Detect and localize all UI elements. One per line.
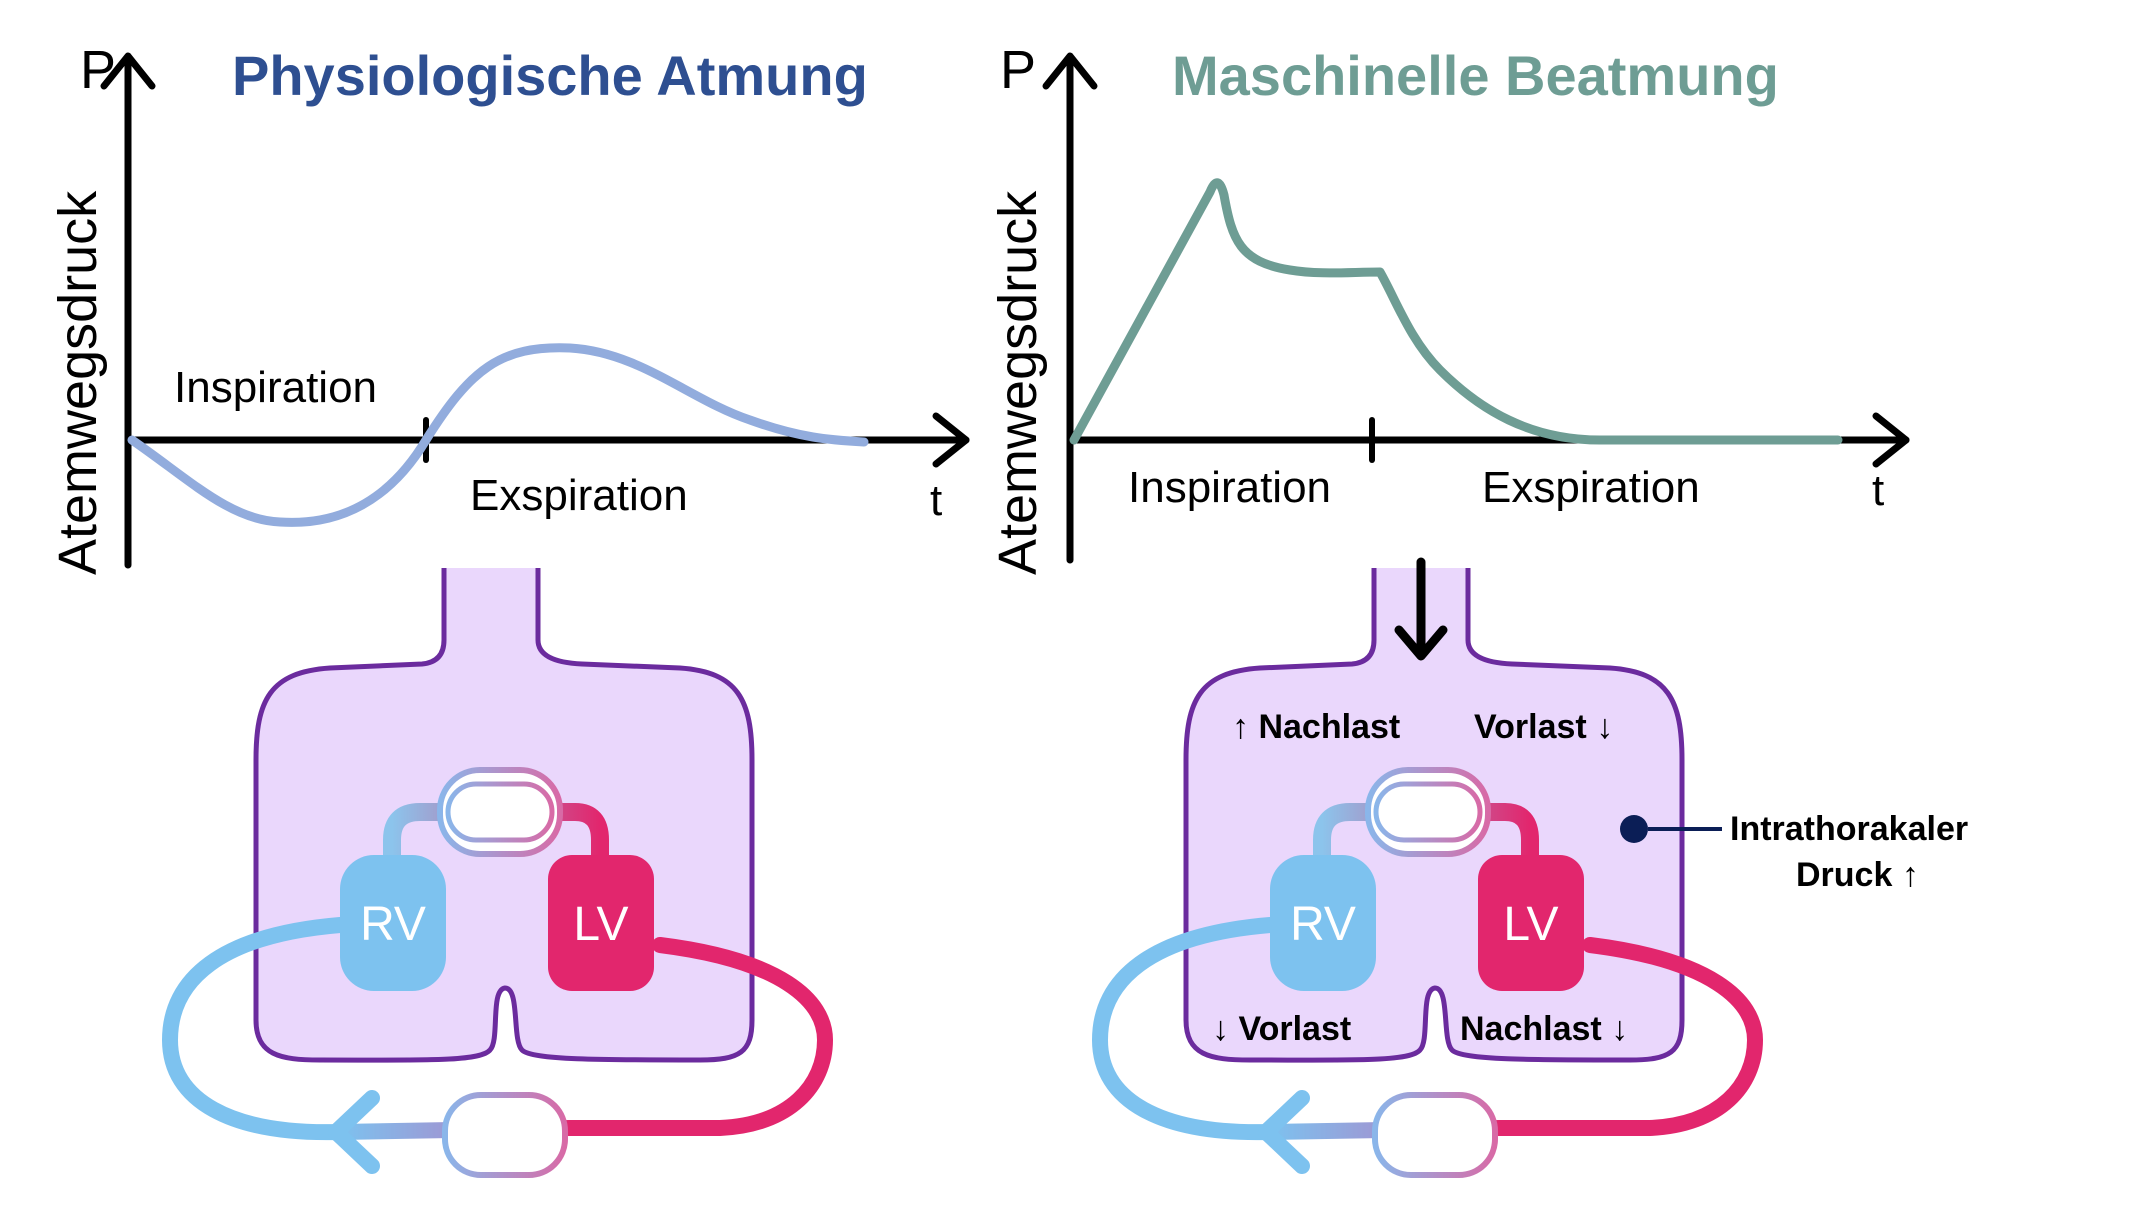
right-y-axis <box>1042 52 1098 564</box>
callout-line-2: Druck ↑ <box>1796 856 1919 894</box>
ventilator-pressure-arrow <box>1394 557 1448 661</box>
right-rv-chamber <box>1270 855 1376 991</box>
right-thorax-outline <box>1183 568 1685 1063</box>
right-lung-coil <box>1365 767 1491 857</box>
left-systemic-artery <box>562 937 834 1136</box>
left-y-axis-label: Atemwegsdruck <box>48 190 108 575</box>
right-systemic-artery <box>1492 937 1764 1136</box>
intrathoracic-pressure-dot <box>1620 815 1648 843</box>
right-y-axis-label: Atemwegsdruck <box>988 190 1048 575</box>
right-y-axis-symbol: P <box>1000 40 1036 100</box>
right-panel: Maschinelle Beatmung P Atemwegsdruck t I… <box>988 40 1968 1178</box>
left-lung-coil <box>437 767 563 857</box>
right-lv-chamber <box>1478 855 1584 991</box>
right-x-axis-symbol: t <box>1872 466 1884 515</box>
left-y-axis <box>100 52 156 569</box>
right-lv-label: LV <box>1503 898 1558 951</box>
left-title: Physiologische Atmung <box>232 44 868 107</box>
physio-pressure-curve <box>127 343 869 527</box>
callout-line-1: Intrathorakaler <box>1730 810 1968 848</box>
left-thorax-outline <box>253 568 755 1063</box>
machine-pressure-curve <box>1069 178 1843 445</box>
right-systemic-vein <box>1091 917 1278 1141</box>
right-rv-label: RV <box>1290 898 1356 951</box>
left-lv-chamber <box>548 855 654 991</box>
right-body-coil <box>1372 1092 1498 1178</box>
left-lv-label: LV <box>573 898 628 951</box>
left-phase-inspiration: Inspiration <box>174 363 377 412</box>
left-phase-expiration: Exspiration <box>470 471 688 520</box>
right-label-afterload-lv: Nachlast ↓ <box>1460 1010 1628 1048</box>
right-title: Maschinelle Beatmung <box>1172 44 1779 107</box>
right-phase-expiration: Exspiration <box>1482 463 1700 512</box>
right-phase-inspiration: Inspiration <box>1128 463 1331 512</box>
left-x-axis-symbol: t <box>930 476 942 525</box>
left-body-coil <box>442 1092 568 1178</box>
left-panel: Physiologische Atmung P Atemwegsdruck t … <box>48 40 970 1178</box>
left-y-axis-symbol: P <box>80 40 116 100</box>
right-label-afterload-rv: ↑ Nachlast <box>1232 708 1400 746</box>
left-rv-label: RV <box>360 898 426 951</box>
right-label-preload-rv: ↓ Vorlast <box>1212 1010 1351 1048</box>
right-label-preload-lv: Vorlast ↓ <box>1474 708 1613 746</box>
right-flow-arrowhead <box>1258 1090 1310 1174</box>
left-systemic-vein <box>161 917 348 1141</box>
left-flow-arrowhead <box>328 1090 380 1174</box>
left-rv-chamber <box>340 855 446 991</box>
